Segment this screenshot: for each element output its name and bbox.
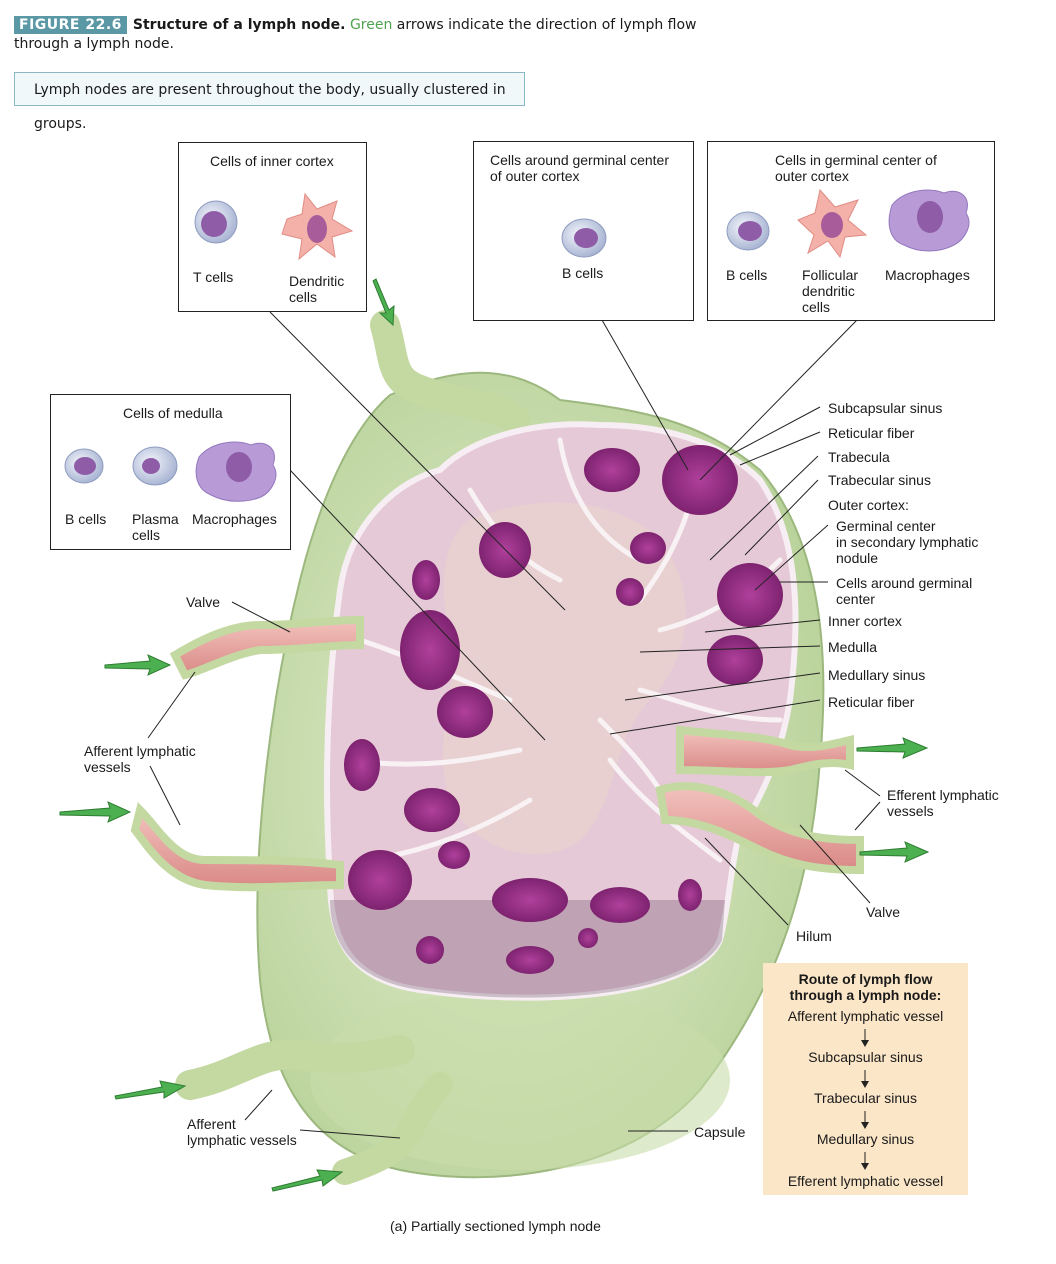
label-valve-left: Valve [186, 594, 220, 610]
t-cell-icon [194, 200, 238, 244]
box-title: Cells in germinal center of outer cortex [775, 152, 937, 184]
cell-label: B cells [65, 511, 107, 527]
follicular-dendritic-cell-icon [797, 188, 868, 259]
label-germinal-center: Germinal center in secondary lymphatic n… [836, 518, 979, 566]
cell-label: Macrophages [192, 511, 277, 527]
b-cell-icon [64, 448, 104, 484]
box-inner-cortex: Cells of inner cortex T cells Dendritic … [178, 142, 367, 312]
down-arrow-icon [861, 1152, 869, 1170]
route-step: Trabecular sinus [814, 1090, 917, 1106]
figure-caption: FIGURE 22.6 Structure of a lymph node. Gr… [14, 16, 714, 54]
label-capsule: Capsule [694, 1124, 746, 1140]
label-hilum: Hilum [796, 928, 832, 944]
down-arrow-icon [861, 1111, 869, 1129]
label-outer-cortex: Outer cortex: [828, 497, 909, 513]
label-reticular-fiber-2: Reticular fiber [828, 694, 915, 710]
label-reticular-fiber: Reticular fiber [828, 425, 915, 441]
afferent-vessel-top [370, 310, 530, 435]
box-around-germinal-center: Cells around germinal center of outer co… [473, 141, 694, 321]
label-subcapsular-sinus: Subcapsular sinus [828, 400, 943, 416]
figure-title: Structure of a lymph node. [132, 17, 346, 33]
label-afferent-left: Afferent lymphatic vessels [84, 743, 196, 775]
afferent-vessel-bottom-1 [175, 1035, 415, 1100]
figure-tag: FIGURE 22.6 [14, 16, 127, 34]
macrophage-icon [195, 441, 277, 502]
subcaption: (a) Partially sectioned lymph node [390, 1218, 601, 1234]
cell-label: Follicular dendritic cells [802, 267, 859, 315]
box-title: Cells around germinal center of outer co… [490, 152, 669, 184]
caption-text: arrows indicate the direction of lymph f… [14, 17, 697, 52]
afferent-vessel-bottom-2 [332, 1072, 453, 1185]
route-step: Efferent lymphatic vessel [787, 1173, 944, 1189]
route-step: Afferent lymphatic vessel [787, 1008, 944, 1024]
flow-arrows [59, 278, 930, 1192]
label-trabecula: Trabecula [828, 449, 890, 465]
label-valve-right: Valve [866, 904, 900, 920]
route-box: Route of lymph flow through a lymph node… [763, 963, 968, 1195]
label-medulla: Medulla [828, 639, 878, 655]
cell-label: T cells [193, 269, 234, 285]
box-title: Cells of inner cortex [210, 153, 334, 169]
cell-label: B cells [562, 265, 604, 281]
cell-label: Plasma cells [132, 511, 179, 543]
box-germinal-center: Cells in germinal center of outer cortex… [707, 141, 995, 321]
down-arrow-icon [861, 1029, 869, 1047]
label-efferent: Efferent lymphatic vessels [887, 787, 999, 819]
cell-label: B cells [726, 267, 768, 283]
macrophage-icon [888, 189, 970, 252]
b-cell-icon [726, 211, 770, 251]
leader-lines [147, 311, 881, 1139]
label-medullary-sinus: Medullary sinus [828, 667, 926, 683]
down-arrow-icon [861, 1070, 869, 1088]
efferent-vessels [655, 725, 864, 875]
note-text: Lymph nodes are present throughout the b… [34, 82, 506, 132]
label-inner-cortex: Inner cortex [828, 613, 902, 629]
afferent-vessels-left [130, 615, 364, 892]
plasma-cell-icon [132, 446, 178, 486]
dendritic-cell-icon [281, 192, 354, 261]
route-title: Route of lymph flow through a lymph node… [789, 971, 942, 1003]
cell-label: Macrophages [885, 267, 970, 283]
cell-label: Dendritic cells [289, 273, 345, 305]
label-afferent-bottom: Afferent lymphatic vessels [187, 1116, 297, 1148]
label-cells-around-germinal-center: Cells around germinal center [836, 575, 973, 607]
box-medulla: Cells of medulla B cells Plasma cells Ma… [50, 394, 291, 550]
b-cell-icon [561, 218, 607, 258]
box-title: Cells of medulla [123, 405, 223, 421]
label-trabecular-sinus: Trabecular sinus [828, 472, 931, 488]
note-box: Lymph nodes are present throughout the b… [14, 72, 525, 132]
route-step: Subcapsular sinus [808, 1049, 923, 1065]
route-step: Medullary sinus [816, 1131, 915, 1147]
caption-green-word: Green [349, 17, 393, 33]
